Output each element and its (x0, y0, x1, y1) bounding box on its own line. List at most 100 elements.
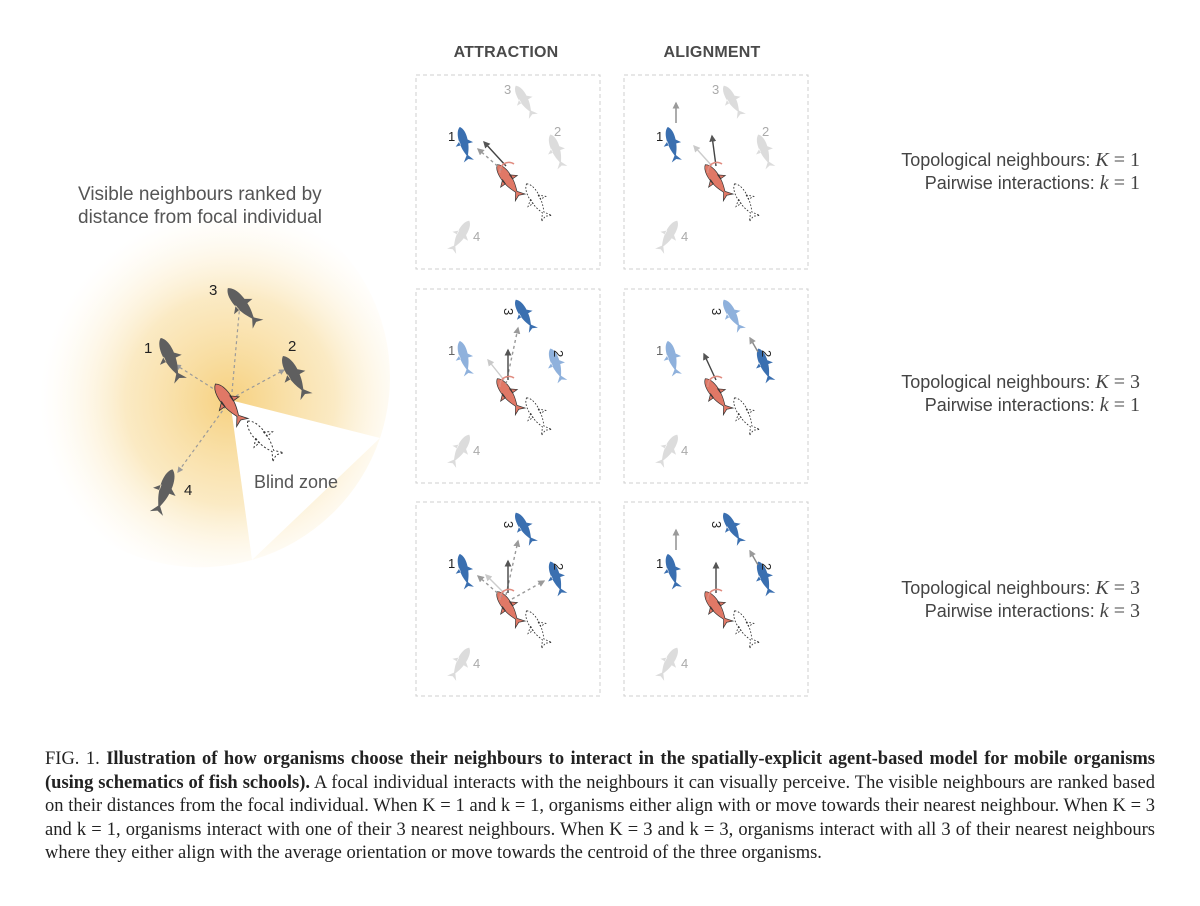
row1-k-value: 1 (1130, 172, 1140, 194)
panel-number-1: 1 (656, 556, 663, 571)
neighbour-2-fish (756, 134, 776, 170)
left-schematic (9, 187, 390, 568)
panel-frame (415, 74, 601, 270)
panel-number-2: 2 (759, 350, 774, 357)
panel-number-3: 3 (501, 521, 516, 528)
panel-frame (623, 501, 809, 697)
focal-fish (496, 164, 527, 203)
panel-number-4: 4 (473, 656, 480, 671)
left-focal-fish (214, 383, 250, 428)
row2-line1-text: Topological neighbours: (901, 372, 1091, 392)
vector-to-3 (231, 301, 243, 393)
row2-K-value: 3 (1130, 371, 1140, 393)
turn-indicator (499, 161, 515, 174)
heading-arrow (709, 134, 717, 167)
row2-k-var: k (1099, 394, 1109, 416)
focal-fish (496, 591, 527, 630)
row3-K-var: K (1095, 577, 1109, 599)
neighbour-1-fish (455, 127, 474, 163)
left-previous-position (247, 420, 286, 464)
panel-number-2: 2 (554, 124, 561, 139)
left-rank-2: 2 (288, 338, 297, 355)
panel-number-4: 4 (681, 443, 688, 458)
neighbour-3-fish (515, 85, 538, 119)
neighbour-2-fish (756, 561, 776, 597)
previous-position (525, 397, 554, 437)
row3-k-var: k (1099, 600, 1109, 622)
focal-fish (704, 164, 735, 203)
panel-frame (623, 74, 809, 270)
row2-line2-text: Pairwise interactions: (924, 395, 1095, 415)
left-heading-line2: distance from focal individual (78, 207, 322, 228)
alignment-header: ALIGNMENT (663, 44, 761, 61)
neighbour-4-fish (655, 647, 678, 681)
vector-to-4 (177, 405, 227, 473)
row1-line1-text: Topological neighbours: (901, 150, 1091, 170)
turn-indicator (707, 588, 723, 601)
neighbour-3-fish (515, 299, 538, 333)
row2-k-value: 1 (1130, 394, 1140, 416)
left-rank-3: 3 (209, 282, 218, 299)
vector-to-1 (174, 364, 229, 399)
row3-K-value: 3 (1130, 577, 1140, 599)
row3-labels: Topological neighbours: K = 3 Pairwise i… (901, 577, 1140, 622)
panel-number-1: 1 (448, 556, 455, 571)
panel-number-3: 3 (709, 308, 724, 315)
neighbour-2-fish (548, 348, 568, 384)
panel-frame (623, 288, 809, 484)
left-rank-4: 4 (184, 482, 193, 499)
panel-alignment-row3: 1 2 3 4 (623, 501, 809, 697)
blind-zone-wedge (230, 400, 380, 560)
panel-frame (415, 501, 601, 697)
previous-heading (485, 574, 505, 594)
panel-number-4: 4 (681, 656, 688, 671)
blind-zone-label: Blind zone (254, 472, 339, 492)
previous-position (733, 183, 762, 223)
attraction-header: ATTRACTION (453, 44, 559, 61)
caption-bold-title: Illustration of how organisms choose the… (45, 749, 1156, 793)
panel-number-1: 1 (656, 343, 663, 358)
row1-K-var: K (1095, 149, 1109, 171)
neighbour-4-fish (655, 220, 678, 254)
neighbour-1-fish (663, 554, 682, 590)
neighbour-3-fish (723, 85, 746, 119)
panel-number-2: 2 (759, 563, 774, 570)
neighbour-2-fish (756, 348, 776, 384)
neighbour-1-fish (455, 341, 474, 377)
left-rank-1: 1 (144, 340, 153, 357)
turn-indicator (499, 375, 515, 388)
turn-indicator (499, 588, 515, 601)
attraction-vector (476, 148, 503, 171)
neighbour-1-fish (663, 341, 682, 377)
panel-number-3: 3 (504, 82, 511, 97)
neighbour-1-fish (663, 127, 682, 163)
row1-line2-text: Pairwise interactions: (924, 173, 1095, 193)
neighbour-2-fish (548, 561, 568, 597)
panel-number-2: 2 (762, 124, 769, 139)
previous-heading (693, 144, 713, 167)
left-neighbour-4 (149, 469, 176, 516)
heading-arrow (703, 352, 717, 381)
turn-indicator (707, 375, 723, 388)
row2-labels: Topological neighbours: K = 3 Pairwise i… (901, 371, 1140, 416)
attraction-vector-2 (511, 580, 546, 600)
panel-number-1: 1 (448, 129, 455, 144)
neighbour-4-fish (655, 434, 678, 468)
neighbour-4-fish (447, 434, 470, 468)
left-neighbour-3 (227, 288, 264, 329)
panel-alignment-row2: 1 2 3 4 (623, 288, 809, 484)
figure-caption: FIG. 1. Illustration of how organisms ch… (45, 748, 1155, 866)
caption-body: A focal individual interacts with the ne… (45, 772, 1155, 864)
row3-line1-text: Topological neighbours: (901, 578, 1091, 598)
panel-number-3: 3 (709, 521, 724, 528)
focal-fish (496, 378, 527, 417)
neighbour-heading-2 (749, 549, 759, 566)
previous-position (525, 183, 554, 223)
panel-number-4: 4 (473, 443, 480, 458)
neighbour-heading (749, 336, 759, 353)
turn-indicator (707, 161, 723, 174)
